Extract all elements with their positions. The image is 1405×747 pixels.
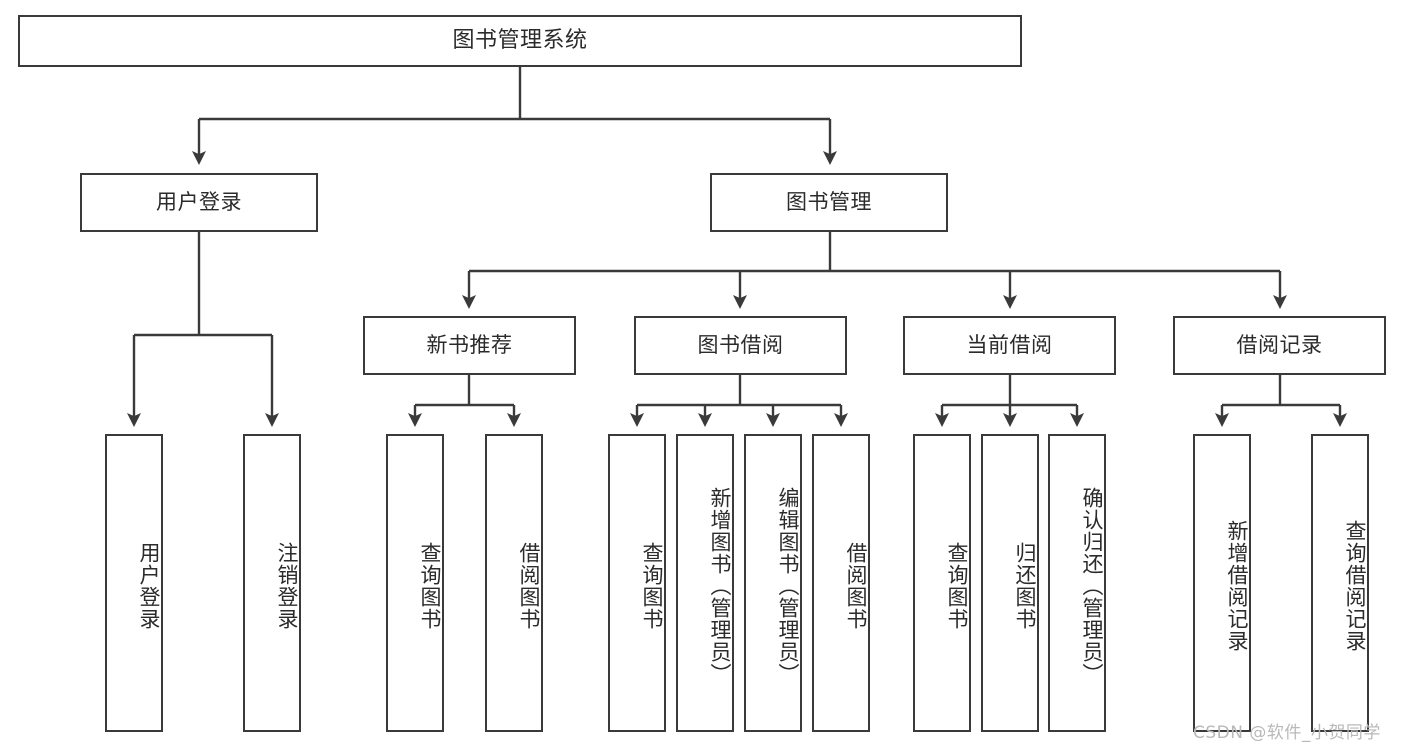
node-label: 归还图书 (1013, 542, 1037, 630)
leaf-confirm-return-admin[interactable]: 确认归还（管理员） (1048, 434, 1106, 732)
leaf-add-borrow-record[interactable]: 新增借阅记录 (1193, 434, 1251, 732)
node-label: 用户登录 (137, 542, 161, 630)
node-label: 编辑图书（管理员） (776, 487, 800, 685)
node-borrow-record[interactable]: 借阅记录 (1173, 316, 1386, 375)
node-label: 新书推荐 (426, 333, 513, 358)
csdn-watermark: CSDN @软件_小贺同学 (1193, 723, 1381, 743)
node-label: 图书借阅 (697, 333, 784, 358)
leaf-query-book-current[interactable]: 查询图书 (913, 434, 971, 732)
node-label: 新增借阅记录 (1225, 520, 1249, 652)
leaf-query-book-new[interactable]: 查询图书 (386, 434, 444, 732)
leaf-add-book-admin[interactable]: 新增图书（管理员） (676, 434, 734, 732)
leaf-user-login[interactable]: 用户登录 (105, 434, 163, 732)
leaf-borrow-book-new[interactable]: 借阅图书 (485, 434, 543, 732)
node-label: 查询图书 (945, 542, 969, 630)
leaf-edit-book-admin[interactable]: 编辑图书（管理员） (744, 434, 802, 732)
node-root-book-management-system[interactable]: 图书管理系统 (18, 15, 1022, 67)
node-label: 借阅图书 (844, 542, 868, 630)
leaf-user-logout[interactable]: 注销登录 (243, 434, 301, 732)
node-label: 用户登录 (156, 190, 242, 215)
node-label: 图书管理 (786, 190, 872, 215)
node-new-book-recommend[interactable]: 新书推荐 (363, 316, 576, 375)
node-label: 图书管理系统 (452, 28, 588, 54)
node-user-login[interactable]: 用户登录 (80, 173, 318, 232)
leaf-query-book-borrow[interactable]: 查询图书 (608, 434, 666, 732)
node-label: 新增图书（管理员） (708, 487, 732, 685)
node-label: 查询图书 (418, 542, 442, 630)
node-label: 确认归还（管理员） (1080, 487, 1104, 685)
node-label: 当前借阅 (966, 333, 1053, 358)
node-label: 查询借阅记录 (1343, 520, 1367, 652)
node-label: 注销登录 (275, 542, 299, 630)
leaf-query-borrow-record[interactable]: 查询借阅记录 (1311, 434, 1369, 732)
leaf-return-book[interactable]: 归还图书 (981, 434, 1039, 732)
node-label: 借阅记录 (1236, 333, 1323, 358)
node-current-borrow[interactable]: 当前借阅 (903, 316, 1116, 375)
node-label: 借阅图书 (517, 542, 541, 630)
leaf-borrow-book[interactable]: 借阅图书 (812, 434, 870, 732)
node-book-borrow[interactable]: 图书借阅 (634, 316, 847, 375)
node-label: 查询图书 (640, 542, 664, 630)
node-book-management[interactable]: 图书管理 (710, 173, 948, 232)
